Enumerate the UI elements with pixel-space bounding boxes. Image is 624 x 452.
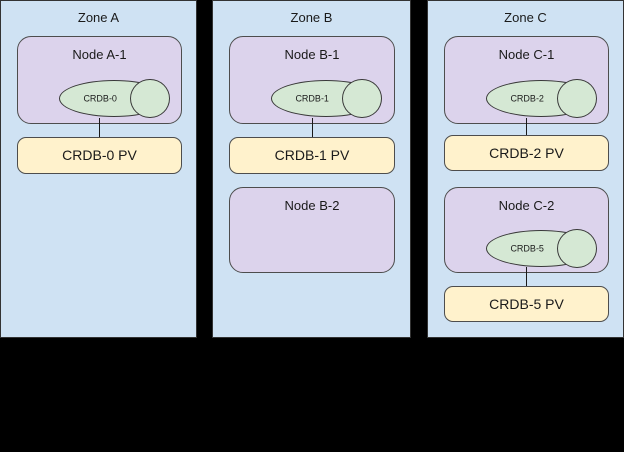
node-c-2-label: Node C-2 [498, 198, 555, 213]
zone-c: Zone C Node C-1 CRDB-2 CRDB-2 PV Node C-… [427, 0, 624, 338]
node-b-2-label: Node B-2 [284, 198, 340, 213]
database-crdb-0-label: CRDB-0 [83, 93, 117, 103]
zone-b-label: Zone B [290, 10, 333, 25]
database-crdb-1: CRDB-1 [271, 79, 382, 118]
cylinder-cap [557, 229, 597, 268]
database-crdb-0: CRDB-0 [59, 79, 170, 118]
connector-node-c-1-to-crdb-2-pv [526, 118, 527, 137]
database-crdb-1-label: CRDB-1 [295, 93, 329, 103]
pv-crdb-2: CRDB-2 PV [444, 135, 609, 171]
database-crdb-2: CRDB-2 [486, 79, 597, 118]
node-a-1-label: Node A-1 [72, 47, 127, 62]
pv-crdb-2-label: CRDB-2 PV [489, 144, 564, 161]
zone-a: Zone A Node A-1 CRDB-0 CRDB-0 PV [0, 0, 197, 338]
database-crdb-5: CRDB-5 [486, 229, 597, 268]
node-b-1: Node B-1 CRDB-1 [229, 36, 395, 124]
node-b-2: Node B-2 [229, 187, 395, 273]
node-a-1: Node A-1 CRDB-0 [17, 36, 182, 124]
node-c-2: Node C-2 CRDB-5 [444, 187, 609, 273]
zone-a-label: Zone A [77, 10, 120, 25]
connector-node-b-1-to-crdb-1-pv [312, 118, 313, 140]
connector-node-c-2-to-crdb-5-pv [526, 267, 527, 287]
pv-crdb-1-label: CRDB-1 PV [274, 147, 350, 163]
pv-crdb-0: CRDB-0 PV [17, 137, 182, 174]
pv-crdb-5: CRDB-5 PV [444, 286, 609, 322]
pv-crdb-5-label: CRDB-5 PV [489, 295, 564, 312]
cylinder-cap [130, 79, 170, 118]
cylinder-cap [557, 79, 597, 118]
node-c-1: Node C-1 CRDB-2 [444, 36, 609, 124]
connector-node-a-1-to-crdb-0-pv [99, 118, 100, 140]
zone-c-label: Zone C [504, 10, 547, 25]
database-crdb-2-label: CRDB-2 [510, 93, 544, 103]
pv-crdb-0-label: CRDB-0 PV [62, 147, 137, 163]
zone-b: Zone B Node B-1 CRDB-1 CRDB-1 PV Node B-… [212, 0, 411, 338]
pv-crdb-1: CRDB-1 PV [229, 137, 395, 174]
database-crdb-5-label: CRDB-5 [510, 243, 544, 253]
cylinder-cap [342, 79, 382, 118]
node-b-1-label: Node B-1 [284, 47, 340, 62]
node-c-1-label: Node C-1 [498, 47, 555, 62]
